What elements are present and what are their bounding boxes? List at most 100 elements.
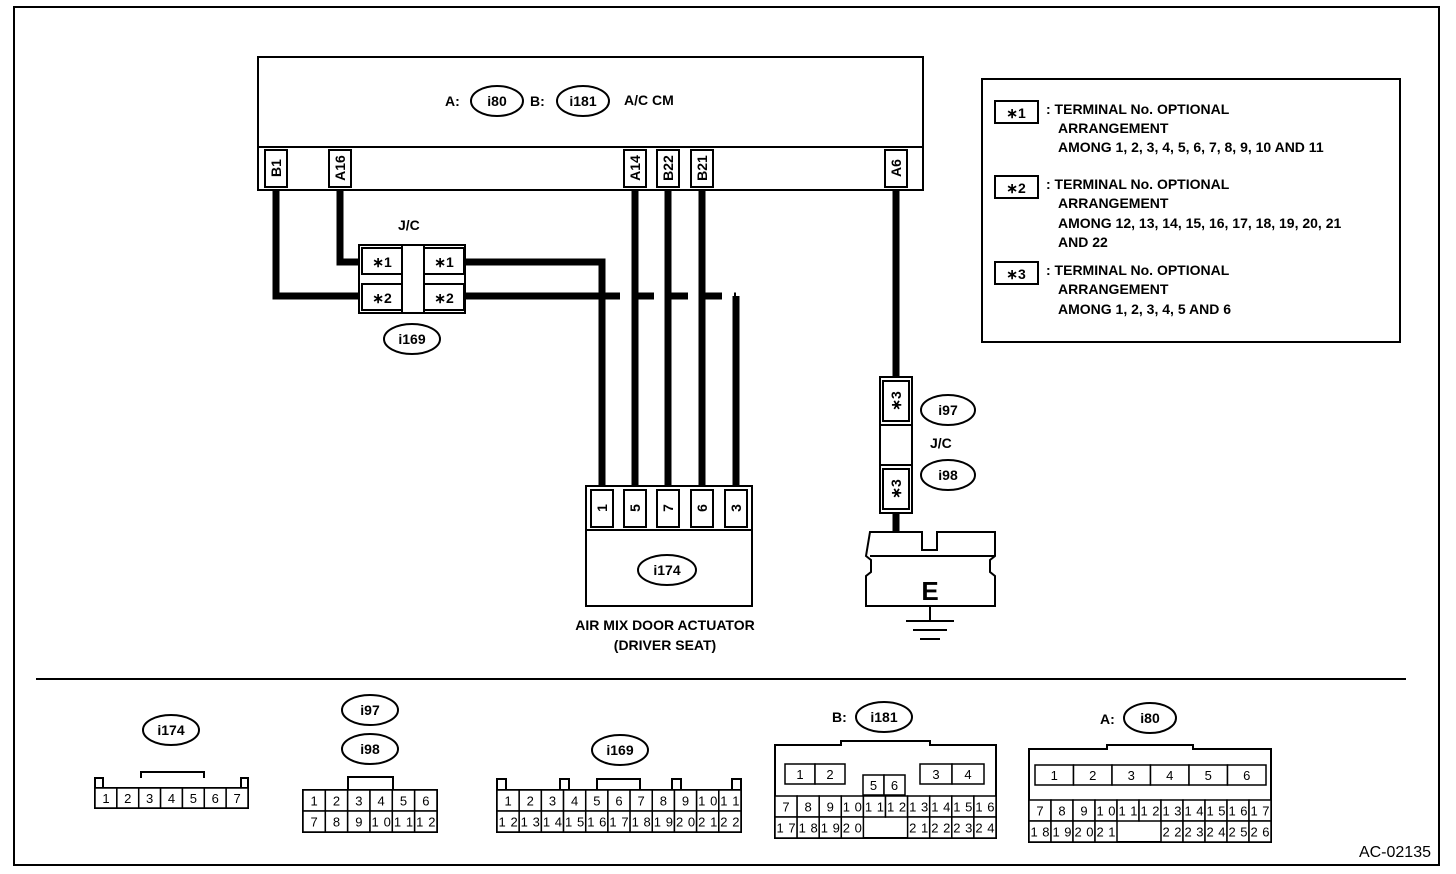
- i169-pin-4: 4: [571, 794, 578, 809]
- conn-b-id: i181: [569, 93, 596, 109]
- svg-text:i181: i181: [870, 709, 897, 725]
- i97-98-pin-5: 5: [400, 794, 407, 809]
- i181-pin-4-cell: [951, 763, 985, 785]
- legend-item-3: ∗3 : TERMINAL No. OPTIONAL ARRANGEMENT A…: [994, 261, 1231, 317]
- i181-pin-8: 8: [805, 800, 812, 815]
- i174-pin-2: 2: [124, 791, 131, 806]
- terminal-a14: A14: [623, 149, 647, 188]
- i97-98-pin-3: 3: [355, 794, 362, 809]
- ground-conn-bottom: i98: [938, 467, 958, 483]
- svg-text:AMONG 1, 2, 3, 4, 5, 6, 7, 8,: AMONG 1, 2, 3, 4, 5, 6, 7, 8, 9, 10 AND …: [1058, 139, 1324, 155]
- i181-pin-24-cell: [973, 816, 997, 839]
- i97-98-pin-7: 7: [311, 815, 318, 830]
- i181-pin-2-cell: [814, 763, 846, 785]
- svg-text:: TERMINAL No. OPTIONAL: : TERMINAL No. OPTIONAL: [1046, 262, 1230, 278]
- svg-text:∗3: ∗3: [1006, 266, 1026, 282]
- wire-jc-top-to-pin1: [465, 258, 606, 490]
- ground-conn-top: i97: [938, 402, 958, 418]
- actuator-pin-6: 6: [690, 489, 714, 528]
- actuator-pin-1: 1: [590, 489, 614, 528]
- svg-text:1: 1: [594, 504, 610, 512]
- i174-pin-7: 7: [233, 791, 240, 806]
- i181-pin-20-cell: [840, 816, 865, 839]
- i169-pin-3: 3: [549, 794, 556, 809]
- i181-pin-4: 4: [964, 767, 971, 782]
- i80-pin-1: 1: [1051, 768, 1058, 783]
- i174-pin-7-cell: [225, 787, 249, 809]
- terminal-a6: A6: [884, 149, 908, 188]
- ac-control-module: A: i80 B: i181 A/C CM B1 A16 A14 B22 B21: [257, 56, 924, 191]
- air-mix-door-actuator: 1 5 7 6 3 i174 AIR MIX DOOR ACTUATOR (DR…: [575, 485, 755, 653]
- i174-pin-6: 6: [212, 791, 219, 806]
- i169-pin-1: 1: [504, 794, 511, 809]
- i80-pin-7: 7: [1036, 804, 1043, 819]
- i181-pin-6-cell: [883, 774, 906, 796]
- i80-pin-6: 6: [1243, 768, 1250, 783]
- actuator-pin-3: 3: [724, 489, 748, 528]
- svg-text:AMONG 12, 13, 14, 15, 16, 17,: AMONG 12, 13, 14, 15, 16, 17, 18, 19, 20…: [1058, 215, 1342, 231]
- svg-text:: TERMINAL No. OPTIONAL: : TERMINAL No. OPTIONAL: [1046, 176, 1230, 192]
- svg-text:i98: i98: [360, 741, 380, 757]
- i169-pin-8: 8: [660, 794, 667, 809]
- conn-a-prefix: A:: [445, 93, 460, 109]
- svg-text:∗1: ∗1: [372, 254, 392, 270]
- terminal-b22: B22: [656, 149, 680, 188]
- i174-pin-5: 5: [190, 791, 197, 806]
- svg-text:∗3: ∗3: [888, 479, 904, 499]
- terminal-b1: B1: [264, 149, 288, 188]
- svg-text:∗2: ∗2: [372, 290, 392, 306]
- svg-text:A16: A16: [332, 155, 348, 181]
- i181-pin-2: 2: [826, 767, 833, 782]
- svg-text:∗3: ∗3: [888, 391, 904, 411]
- i181-pin-6: 6: [891, 778, 898, 793]
- svg-text:5: 5: [627, 504, 643, 512]
- i181-pin-3: 3: [932, 767, 939, 782]
- wires: [272, 190, 900, 534]
- svg-text:A:: A:: [1100, 711, 1115, 727]
- i97-98-pin-12-cell: [413, 810, 438, 833]
- svg-text:AND 22: AND 22: [1058, 234, 1108, 250]
- i97-98-pin-9: 9: [355, 815, 362, 830]
- svg-text:3: 3: [728, 504, 744, 512]
- wire-a16: [336, 190, 360, 266]
- i80-pin-8: 8: [1058, 804, 1065, 819]
- actuator-pin-5: 5: [623, 489, 647, 528]
- i80-pin-2: 2: [1089, 768, 1096, 783]
- conn-a-ellipse: [470, 85, 524, 117]
- i97-98-pin-1: 1: [311, 794, 318, 809]
- i174-pin-1: 1: [102, 791, 109, 806]
- terminal-b21: B21: [690, 149, 714, 188]
- i97-98-pin-2: 2: [333, 794, 340, 809]
- actuator-name-2: (DRIVER SEAT): [614, 637, 716, 653]
- i174-pin-4: 4: [168, 791, 175, 806]
- ground-jc-label: J/C: [930, 435, 952, 451]
- legend-item-1: ∗1 : TERMINAL No. OPTIONAL ARRANGEMENT A…: [994, 100, 1324, 155]
- i181-pin-9: 9: [827, 800, 834, 815]
- i181-pin-7: 7: [782, 800, 789, 815]
- i80-pin-5: 5: [1205, 768, 1212, 783]
- i169-pin-7: 7: [638, 794, 645, 809]
- i169-pin-6: 6: [615, 794, 622, 809]
- i169-pin-22-cell: [718, 810, 742, 833]
- ground-joint-connector: ∗3 ∗3 i97 J/C i98: [879, 376, 976, 514]
- i181-pin-5: 5: [870, 778, 877, 793]
- outer-frame: [13, 6, 1440, 866]
- wire-b1: [272, 190, 360, 300]
- i80-pin-26-cell: [1248, 820, 1272, 843]
- svg-text:∗2: ∗2: [434, 290, 454, 306]
- svg-text:ARRANGEMENT: ARRANGEMENT: [1058, 120, 1169, 136]
- jc1-id: i169: [398, 331, 425, 347]
- svg-text:B22: B22: [660, 155, 676, 181]
- svg-text:6: 6: [694, 504, 710, 512]
- svg-text:B:: B:: [832, 709, 847, 725]
- svg-text:B1: B1: [268, 159, 284, 177]
- svg-text:i80: i80: [1140, 710, 1160, 726]
- conn-b-ellipse: [556, 85, 610, 117]
- legend-item-2: ∗2 : TERMINAL No. OPTIONAL ARRANGEMENT A…: [994, 175, 1342, 250]
- ground-terminal: E: [864, 531, 996, 640]
- svg-text:B21: B21: [694, 155, 710, 181]
- figure-code: AC-02135: [1359, 844, 1431, 861]
